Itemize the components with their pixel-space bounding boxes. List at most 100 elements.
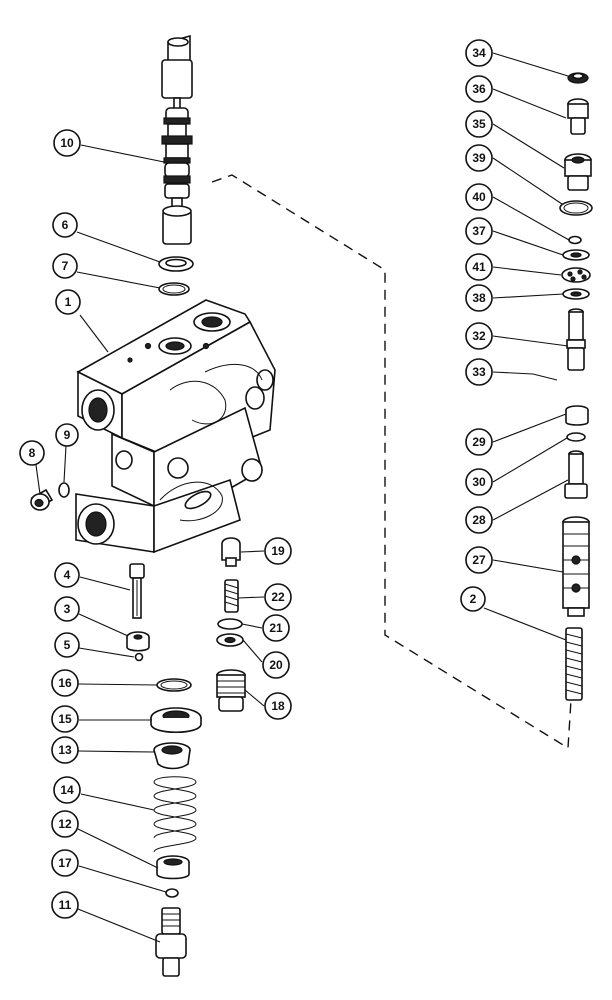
callout-19: 19 — [264, 537, 292, 565]
o-ring-17 — [165, 888, 179, 898]
spring-2 — [565, 627, 583, 701]
callout-17: 17 — [51, 849, 79, 877]
svg-text:27: 27 — [472, 553, 486, 567]
svg-text:5: 5 — [64, 638, 71, 652]
sleeve-27 — [562, 516, 590, 617]
ball-5 — [134, 652, 144, 662]
guide-13 — [153, 742, 191, 770]
svg-text:17: 17 — [58, 856, 72, 870]
piston-28 — [564, 450, 588, 499]
svg-text:33: 33 — [472, 365, 486, 379]
o-ring-16 — [156, 678, 192, 692]
svg-text:14: 14 — [60, 783, 74, 797]
callout-8: 8 — [19, 440, 45, 466]
pin-33 — [532, 373, 558, 381]
callout-20: 20 — [262, 651, 290, 679]
callout-18: 18 — [264, 692, 292, 720]
poppet-19 — [221, 537, 241, 567]
callout-39: 39 — [465, 144, 493, 172]
svg-text:9: 9 — [64, 428, 71, 442]
svg-text:41: 41 — [472, 260, 486, 274]
svg-text:19: 19 — [271, 544, 285, 558]
valve-body — [75, 299, 276, 554]
callout-1: 1 — [55, 289, 81, 315]
callout-38: 38 — [465, 284, 493, 312]
svg-text:21: 21 — [269, 621, 283, 635]
ring-34 — [567, 72, 589, 84]
callout-27: 27 — [465, 546, 493, 574]
stem-32 — [566, 308, 586, 371]
svg-text:22: 22 — [271, 590, 285, 604]
adjuster-11 — [155, 907, 187, 977]
svg-text:37: 37 — [472, 224, 486, 238]
svg-text:16: 16 — [58, 676, 72, 690]
svg-text:12: 12 — [58, 817, 72, 831]
svg-text:3: 3 — [64, 602, 71, 616]
svg-text:18: 18 — [271, 699, 285, 713]
plug-18 — [216, 669, 246, 712]
o-ring-7 — [158, 282, 190, 296]
seal-6 — [158, 256, 194, 272]
callout-14: 14 — [53, 776, 81, 804]
svg-text:15: 15 — [58, 712, 72, 726]
retainer-15 — [150, 707, 202, 733]
callout-36: 36 — [465, 75, 493, 103]
retainer-12 — [156, 855, 190, 880]
washer-20 — [216, 633, 244, 647]
svg-text:13: 13 — [58, 743, 72, 757]
svg-text:10: 10 — [60, 136, 74, 150]
o-ring-9 — [58, 482, 70, 498]
callout-40: 40 — [465, 183, 493, 211]
callout-33: 33 — [465, 358, 493, 386]
svg-text:32: 32 — [472, 329, 486, 343]
o-ring-40 — [568, 235, 582, 245]
spring-14 — [153, 776, 197, 853]
callout-28: 28 — [465, 506, 493, 534]
callout-3: 3 — [54, 596, 80, 622]
o-ring-39 — [559, 200, 593, 216]
svg-text:7: 7 — [62, 259, 69, 273]
svg-text:2: 2 — [470, 592, 477, 606]
callout-5: 5 — [54, 632, 80, 658]
cap-3 — [126, 631, 150, 652]
svg-text:35: 35 — [472, 117, 486, 131]
washer-38 — [562, 288, 590, 300]
callout-32: 32 — [465, 322, 493, 350]
o-ring-21 — [217, 618, 243, 630]
svg-text:28: 28 — [472, 513, 486, 527]
callout-6: 6 — [52, 212, 78, 238]
callout-7: 7 — [52, 253, 78, 279]
callout-22: 22 — [264, 583, 292, 611]
callout-35: 35 — [465, 110, 493, 138]
callout-2: 2 — [460, 586, 486, 612]
fitting-36 — [567, 98, 589, 135]
svg-text:40: 40 — [472, 190, 486, 204]
svg-text:4: 4 — [64, 568, 71, 582]
svg-text:11: 11 — [59, 898, 72, 912]
callout-16: 16 — [51, 669, 79, 697]
leader-lines — [35, 52, 570, 943]
callout-9: 9 — [55, 423, 79, 447]
callout-10: 10 — [53, 129, 81, 157]
callout-21: 21 — [262, 614, 290, 642]
svg-text:29: 29 — [472, 435, 486, 449]
nut-35 — [564, 153, 592, 191]
callout-41: 41 — [465, 253, 493, 281]
callout-37: 37 — [465, 217, 493, 245]
plug-29 — [565, 405, 589, 426]
svg-text:1: 1 — [65, 295, 72, 309]
callout-29: 29 — [465, 428, 493, 456]
svg-text:6: 6 — [62, 218, 69, 232]
svg-text:38: 38 — [472, 291, 486, 305]
o-ring-30 — [566, 432, 586, 442]
callout-15: 15 — [51, 705, 79, 733]
spring-22 — [224, 579, 239, 613]
callout-12: 12 — [51, 810, 79, 838]
spool-assembly — [161, 34, 193, 245]
svg-text:20: 20 — [269, 658, 283, 672]
callout-4: 4 — [54, 562, 80, 588]
callout-34: 34 — [465, 39, 493, 67]
bearing-41 — [561, 267, 591, 283]
svg-text:39: 39 — [472, 151, 486, 165]
